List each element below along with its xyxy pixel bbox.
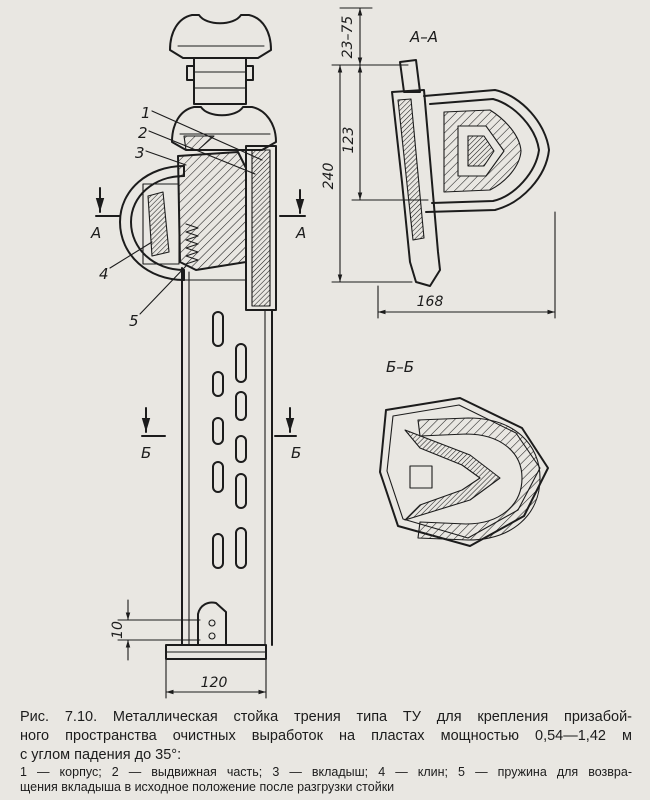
lock-housing-inner — [130, 175, 185, 271]
part-label-5: 5 — [129, 312, 139, 330]
dim-168-value: 168 — [417, 294, 444, 310]
leader-4 — [109, 241, 153, 269]
section-b-mark-left: Б — [141, 444, 151, 462]
legend-line: щения вкладыша в исходное положение посл… — [20, 780, 395, 794]
wedge-body — [147, 191, 170, 257]
part-label-4: 4 — [99, 265, 109, 283]
top-cap-outline — [169, 14, 272, 59]
dim-240-value: 240 — [321, 163, 337, 190]
upper-neck-lug-right — [245, 65, 254, 81]
technical-drawing: 1 2 3 4 5 А А Б Б — [90, 7, 556, 699]
extension-head-outline — [171, 106, 277, 151]
section-a-housing-inner — [429, 98, 540, 204]
dim-120-value: 120 — [201, 675, 228, 691]
bracket-hole — [208, 619, 216, 627]
section-a-head — [399, 59, 421, 93]
wedge — [142, 183, 180, 265]
bracket-hole — [208, 632, 216, 640]
section-b-liner — [404, 429, 501, 521]
figure-caption: Рис. 7.10. Металлическая стойка трения т… — [20, 708, 632, 795]
section-markers: А А Б Б — [90, 187, 306, 462]
prop-elevation-view — [119, 14, 277, 660]
section-a-extension-wall — [397, 98, 425, 241]
upper-neck-body — [193, 57, 247, 105]
section-b-body — [417, 417, 541, 541]
base-bracket — [197, 601, 227, 646]
section-a-mark-left: А — [90, 224, 101, 242]
upper-neck-lug-left — [186, 65, 195, 81]
part-label-1: 1 — [141, 104, 151, 122]
extension-part-outline — [245, 145, 277, 311]
slot — [235, 391, 247, 421]
leader-5 — [139, 265, 187, 315]
section-a-extension — [391, 89, 441, 287]
base — [165, 601, 267, 660]
section-a-wedge — [467, 135, 495, 167]
wedge-pocket — [142, 183, 180, 265]
upper-neck — [186, 57, 254, 105]
slot — [212, 371, 224, 397]
part-callouts: 1 2 3 4 5 — [99, 104, 263, 330]
slot — [212, 461, 224, 493]
section-a-title: А–А — [409, 28, 438, 46]
section-b-title: Б–Б — [386, 358, 414, 376]
leader-3 — [145, 150, 187, 166]
base-dimensions: 10 120 — [110, 599, 267, 699]
extension-head — [171, 106, 277, 151]
leader-1 — [151, 110, 263, 161]
liner — [177, 151, 247, 271]
part-label-2: 2 — [138, 124, 148, 142]
leader-2 — [148, 130, 256, 175]
lock-housing-outer — [119, 165, 185, 281]
slot — [212, 417, 224, 445]
extension-head-section — [183, 135, 215, 151]
section-b-mark-right: Б — [291, 444, 301, 462]
caption-line: ного пространства очистных выработок на … — [20, 728, 632, 744]
dim-23-75-value: 23–75 — [340, 16, 356, 59]
top-cap — [169, 14, 272, 59]
caption-line: Рис. 7.10. Металлическая стойка трения т… — [20, 709, 632, 725]
slot — [235, 527, 247, 569]
slot — [235, 473, 247, 509]
section-b-view: Б–Б — [379, 358, 549, 547]
extension-part-section — [251, 149, 271, 307]
part-label-3: 3 — [135, 144, 145, 162]
section-a-housing-outer — [423, 89, 550, 213]
dim-123-value: 123 — [341, 127, 357, 154]
slot — [235, 435, 247, 463]
dim-10-value: 10 — [110, 621, 126, 639]
legend-line: 1 — корпус; 2 — выдвижная часть; 3 — вкл… — [20, 765, 632, 779]
extension-part — [245, 145, 277, 311]
section-b-wedge — [409, 465, 433, 489]
slot — [212, 533, 224, 569]
section-a-view: А–А 23–75 240 123 168 — [321, 7, 556, 319]
slot — [212, 311, 224, 347]
section-a-mark-right: А — [295, 224, 306, 242]
return-spring — [185, 223, 199, 265]
body-column — [181, 267, 273, 646]
slot — [235, 343, 247, 383]
caption-line: с углом падения до 35°: — [20, 747, 182, 763]
